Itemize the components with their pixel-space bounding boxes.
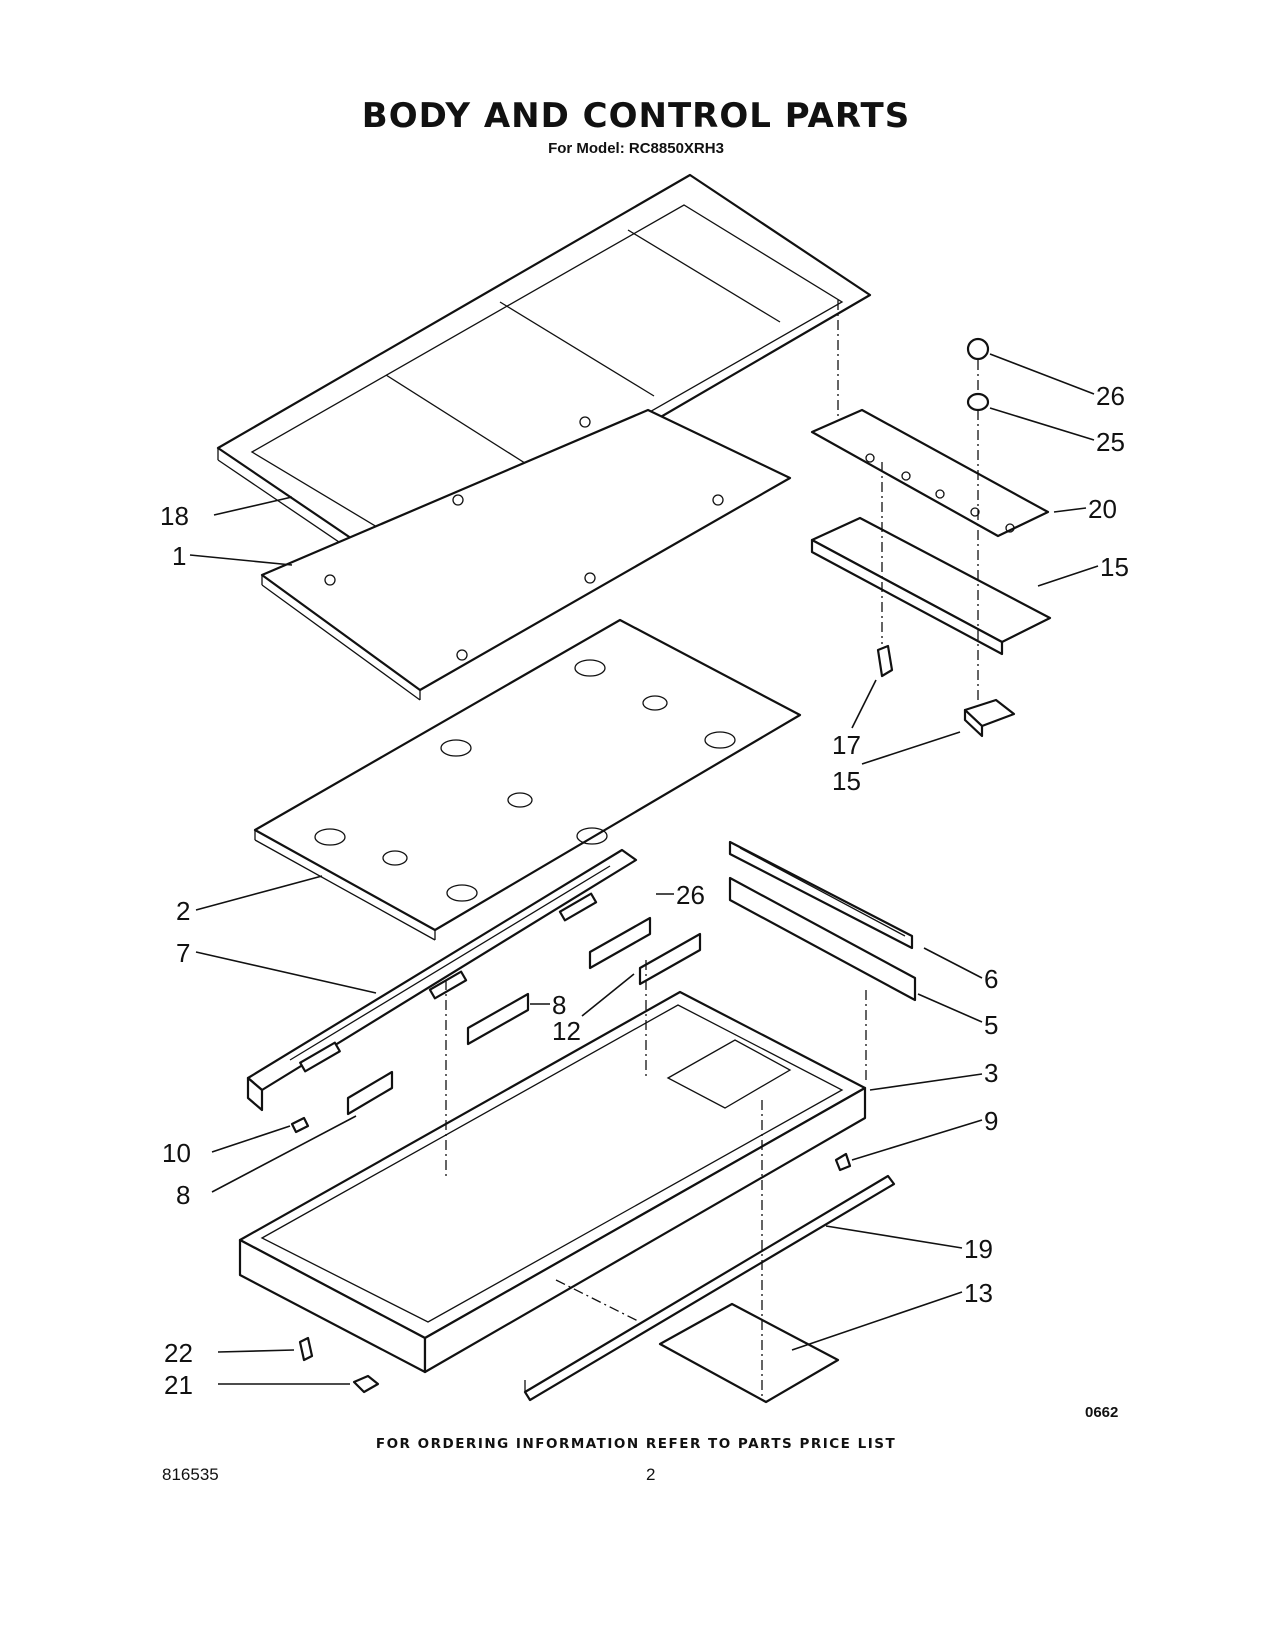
lower-body-pan-part <box>238 990 867 1374</box>
control-panel-part <box>810 408 1052 656</box>
callout-24: 25 <box>1096 427 1125 457</box>
small-components <box>290 337 1016 1394</box>
terminal-block-part <box>346 916 702 1116</box>
alignment-lines <box>445 300 979 1396</box>
burner-plate-part <box>253 618 802 941</box>
callout-3: 3 <box>984 1058 998 1088</box>
page-number: 2 <box>646 1465 656 1484</box>
callout-5: 5 <box>984 1010 998 1040</box>
cover-plate-part <box>658 1302 840 1404</box>
callout-14: 15 <box>1100 552 1129 582</box>
callout-22: 22 <box>164 1338 193 1368</box>
callout-10: 10 <box>162 1138 191 1168</box>
callout-19: 18 <box>160 501 189 531</box>
ordering-note: FOR ORDERING INFORMATION REFER TO PARTS … <box>375 1436 897 1452</box>
callout-15: 15 <box>832 766 861 796</box>
diagram-reference-code: 0662 <box>1085 1404 1119 1421</box>
glass-cooktop-part <box>260 408 792 701</box>
document-number: 816535 <box>162 1465 219 1484</box>
front-rail-part <box>246 848 638 1112</box>
callout-2: 2 <box>176 896 190 926</box>
side-strip-part <box>523 1174 896 1402</box>
callout-13: 13 <box>964 1278 993 1308</box>
callout-9: 9 <box>984 1106 998 1136</box>
callout-labels: 18 1 2 7 10 8 26 25 20 15 17 15 26 8 12 … <box>160 381 1129 1400</box>
callout-17: 17 <box>832 730 861 760</box>
callout-1: 1 <box>172 541 186 571</box>
callout-26: 26 <box>676 880 705 910</box>
callout-8-upper: 8 <box>552 990 566 1020</box>
model-subtitle: For Model: RC8850XRH3 <box>548 140 724 157</box>
callout-25: 26 <box>1096 381 1125 411</box>
callout-8-lower: 8 <box>176 1180 190 1210</box>
callout-20: 19 <box>964 1234 993 1264</box>
callout-12: 12 <box>552 1016 581 1046</box>
rear-channel-part <box>728 840 917 1002</box>
callout-18: 20 <box>1088 494 1117 524</box>
callout-7: 7 <box>176 938 190 968</box>
leader-lines <box>189 353 1099 1385</box>
page-title: BODY AND CONTROL PARTS <box>361 96 911 136</box>
callout-6: 6 <box>984 964 998 994</box>
callout-21: 21 <box>164 1370 193 1400</box>
